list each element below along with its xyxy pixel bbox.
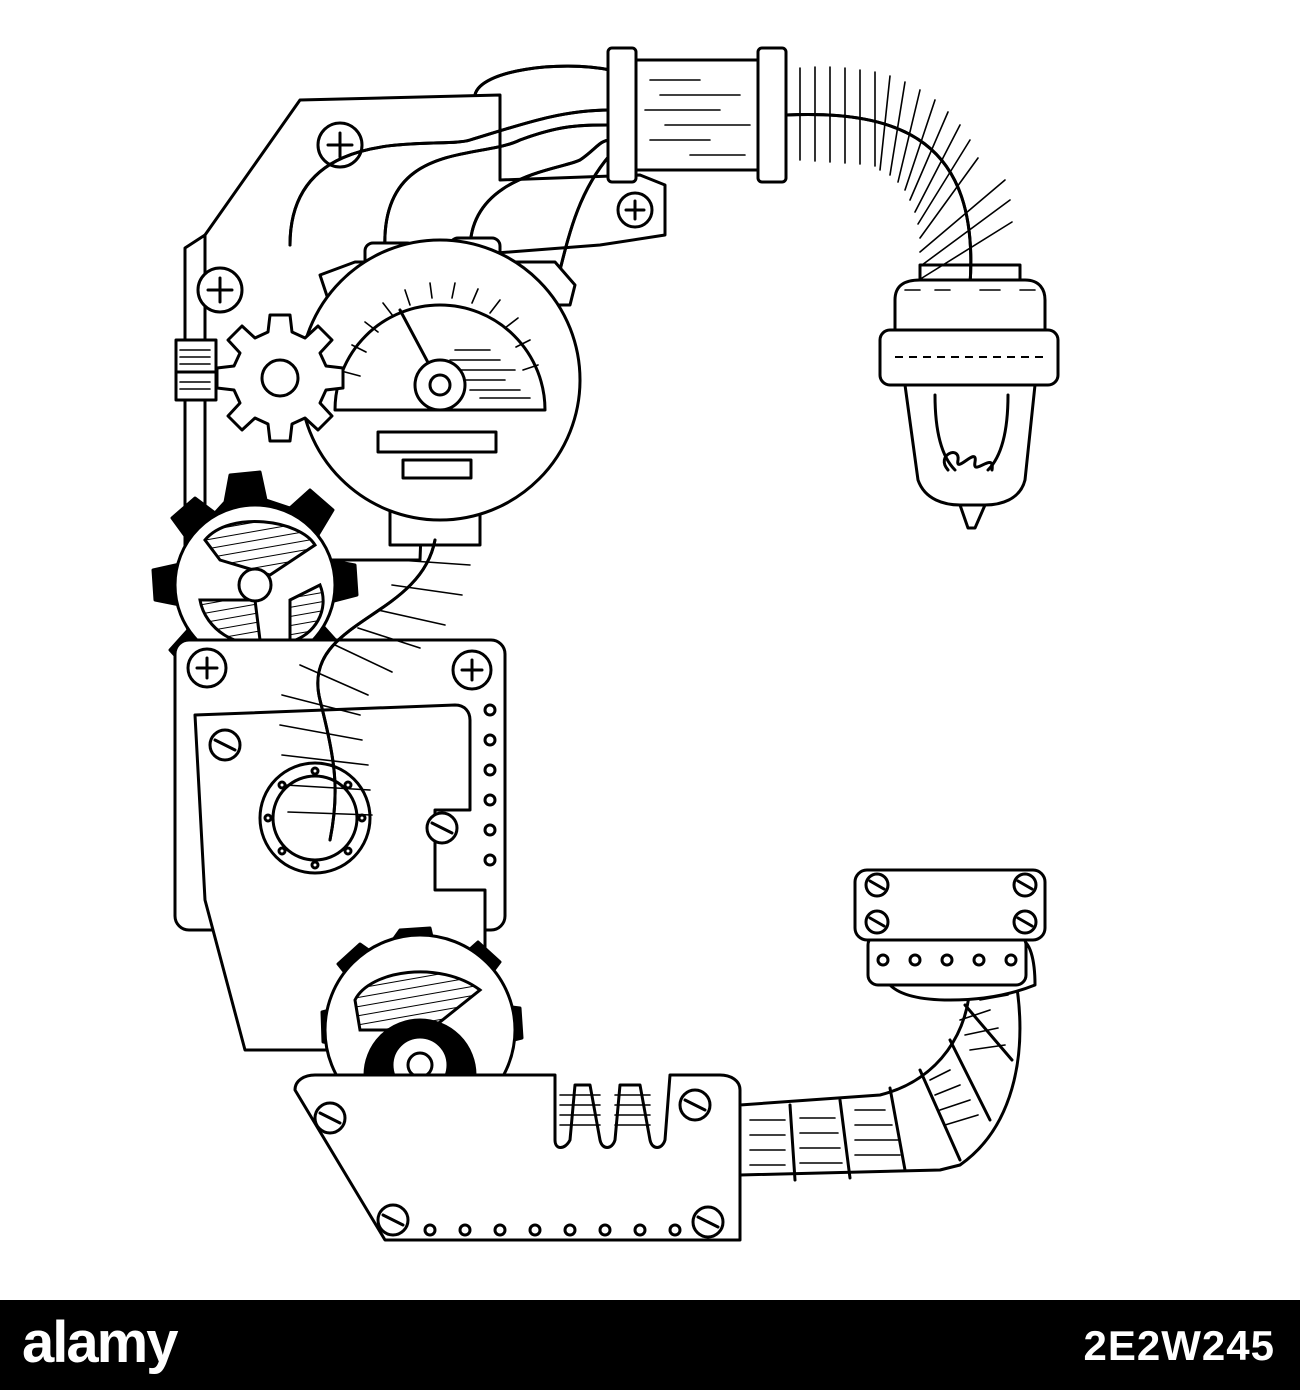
- coiled-hose: [784, 66, 1022, 292]
- rivet-row: [423, 1223, 682, 1237]
- small-gear-icon: [215, 313, 345, 443]
- slot-screw-icon: [208, 728, 242, 762]
- slot-screw-icon: [1012, 909, 1038, 935]
- plus-screw-icon: [451, 649, 493, 691]
- stock-footer-bar: alamy 2E2W245: [0, 1300, 1300, 1390]
- slot-screw-icon: [425, 811, 459, 845]
- curved-sleeve: [738, 973, 1022, 1182]
- rivet-column: [483, 703, 497, 867]
- light-bulb: [878, 278, 1060, 530]
- plus-screw-icon: [616, 191, 654, 229]
- slot-screw-icon: [864, 909, 890, 935]
- slot-screw-icon: [864, 872, 890, 898]
- top-pipe: [606, 46, 788, 184]
- s-hose: [279, 538, 471, 842]
- slot-screw-icon: [376, 1203, 410, 1237]
- slot-screw-icon: [313, 1101, 347, 1135]
- alamy-logo: alamy: [22, 1314, 180, 1375]
- bottom-plate: [293, 1073, 742, 1242]
- slot-screw-icon: [691, 1205, 725, 1239]
- slot-screw-icon: [678, 1088, 712, 1122]
- slot-screw-icon: [1012, 872, 1038, 898]
- image-id: 2E2W245: [1083, 1322, 1275, 1369]
- plus-screw-icon: [196, 266, 244, 314]
- cable-bundle: [288, 64, 612, 272]
- plus-screw-icon: [186, 647, 228, 689]
- svg-text:alamy: alamy: [22, 1314, 178, 1375]
- mechanical-letter-illustration: [151, 46, 1060, 1242]
- large-gear-icon: [151, 470, 359, 694]
- rivet-row: [876, 953, 1018, 967]
- pressure-gauge: [298, 236, 582, 547]
- porthole: [258, 761, 372, 875]
